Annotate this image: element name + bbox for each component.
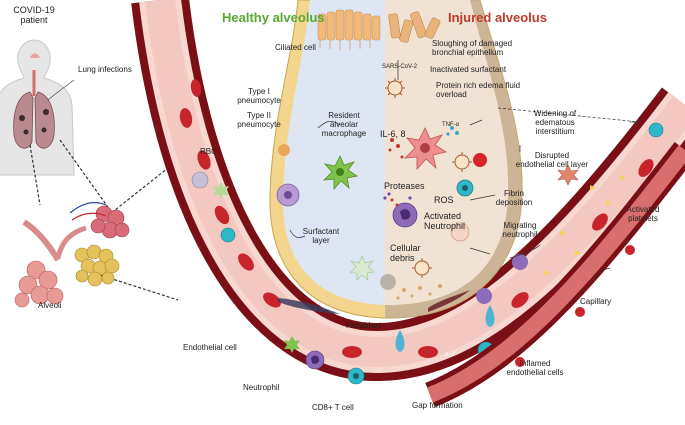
surfactant-cell <box>349 255 375 281</box>
injured-header: Injured alveolus <box>448 10 547 25</box>
alveolus <box>269 0 523 319</box>
sloughing-label: Sloughing of damaged bronchial epitheliu… <box>432 39 513 57</box>
gap-formation-label: Gap formation <box>412 401 463 410</box>
protein-edema-label: Protein rich edema fluid overload <box>436 81 521 99</box>
blood-vessel <box>131 0 685 381</box>
proteases-label: Proteases <box>384 181 425 191</box>
neutrophil-label: Neutrophil <box>243 383 280 392</box>
activated-neutrophil-label: Activated Neutrophil <box>424 211 466 231</box>
type1-label: Type I pneumocyte <box>237 87 281 105</box>
t-cell-icon <box>347 367 365 385</box>
sars-label: SARS-CoV-2 <box>382 64 418 70</box>
fibroblast-label: Fibroblast <box>346 321 382 330</box>
ciliated-cells <box>317 9 381 41</box>
il68-label: IL-6, 8 <box>380 129 406 139</box>
healthy-header: Healthy alveolus <box>222 10 325 25</box>
type1-pneumocyte <box>278 144 290 156</box>
fibroblast-icon <box>278 298 340 314</box>
tnf-label: TNF-α <box>442 122 460 128</box>
rbc-label: RBC <box>200 147 217 156</box>
lungs-icon <box>13 53 55 149</box>
patient-label: COVID-19 patient <box>13 5 55 25</box>
activated-neutrophil-cell <box>392 202 418 228</box>
patient-figure <box>0 39 75 176</box>
inactivated-surfactant-label: Inactivated surfactant <box>430 65 507 74</box>
macrophage-icon <box>322 155 359 191</box>
rbc-icon <box>179 79 654 358</box>
activated-platelets-label: Activated platelets <box>626 205 660 223</box>
migrating-label: Migrating neutrophil <box>502 221 538 239</box>
alveoli-cluster-icon <box>14 202 130 308</box>
virus-icon <box>385 78 405 98</box>
cellular-debris-label: Cellular debris <box>390 243 421 263</box>
il8-label: IL-8 <box>445 352 456 358</box>
gap-droplet <box>395 330 405 352</box>
widening-label: Widening of edematous interstitium <box>533 109 577 136</box>
neutrophil-icon <box>305 350 325 370</box>
disrupted-label: Disrupted endothelial cell layer <box>515 151 589 169</box>
annotation-lines <box>289 60 641 283</box>
ciliated-cell-label: Ciliated cell <box>275 43 316 52</box>
alveoli-label: Alveoli <box>38 301 62 310</box>
fibrin-label: Fibrin deposition <box>495 189 533 207</box>
lung-infections-label: Lung infections <box>78 65 132 74</box>
ros-label: ROS <box>434 195 454 205</box>
platelet-icon <box>545 175 626 284</box>
endothelial-cell-label: Endothelial cell <box>183 343 237 352</box>
type2-label: Type II pneumocyte <box>237 111 281 129</box>
surfactant-layer-label: Surfactant layer <box>302 227 340 245</box>
injured-macrophage <box>403 127 448 171</box>
cd8-tcell-label: CD8+ T cell <box>312 403 354 412</box>
sloughing-epithelium <box>388 11 441 43</box>
capillary <box>425 142 685 408</box>
resident-macrophage-label: Resident alveolar macrophage <box>321 111 367 138</box>
capillary-label: Capillary <box>580 297 612 306</box>
inflamed-label: Inflamed endothelial cells <box>506 359 564 377</box>
